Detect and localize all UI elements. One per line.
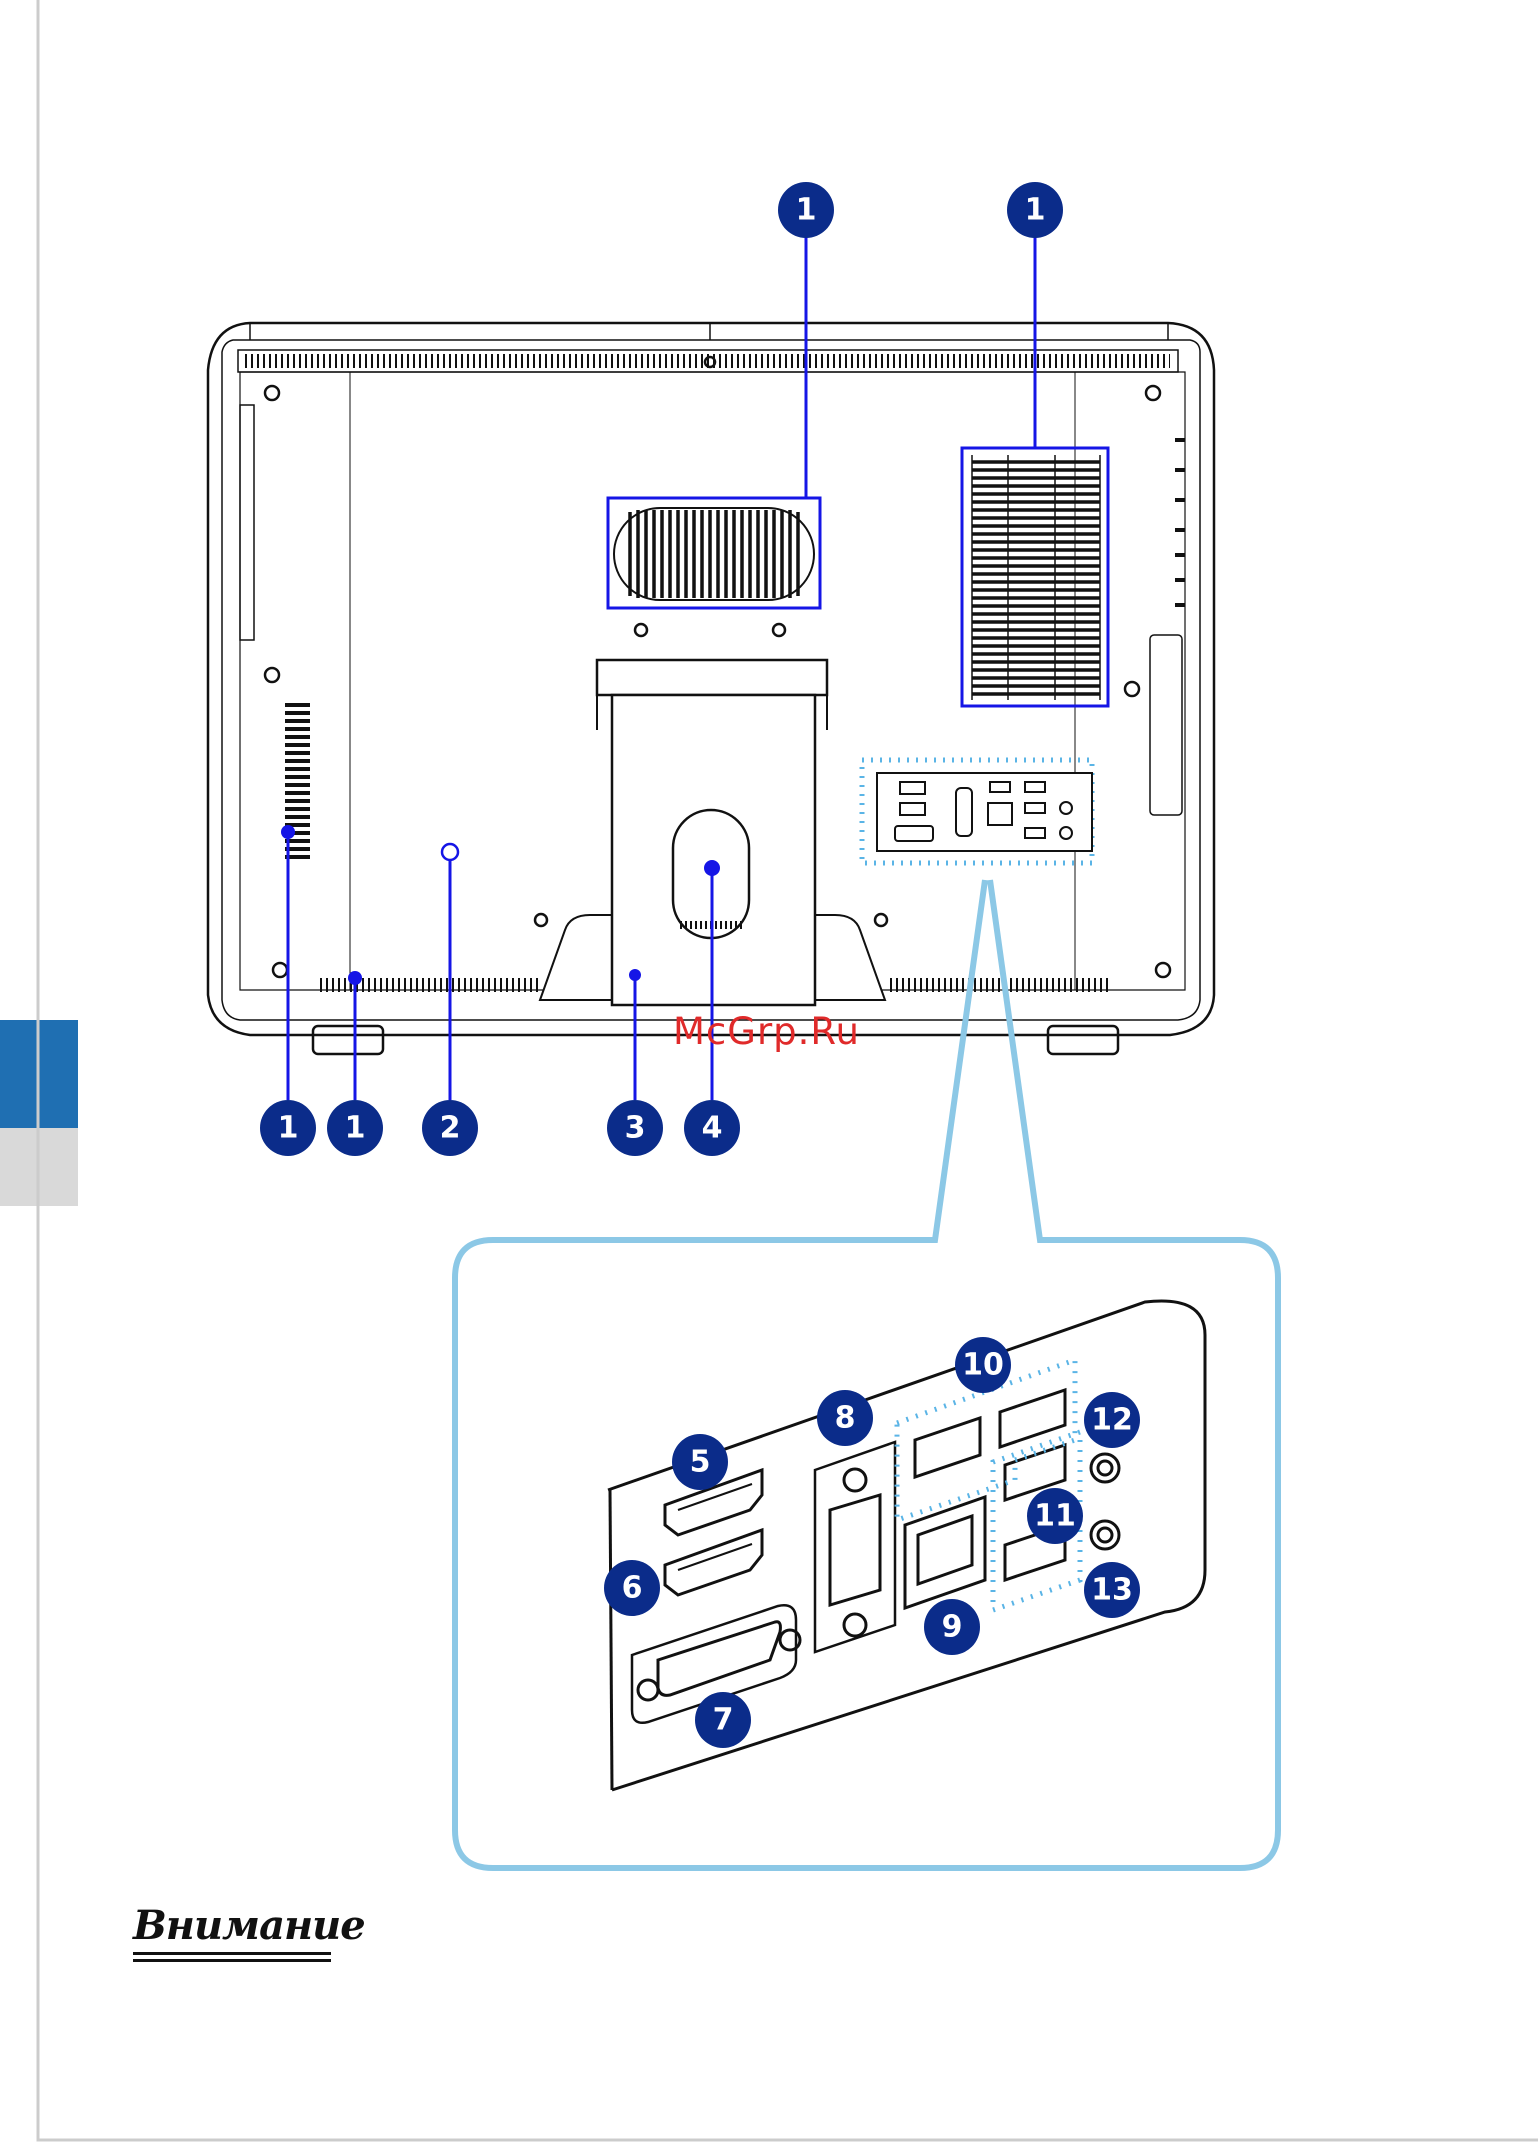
- svg-text:1: 1: [1025, 193, 1046, 228]
- callout-7-vga: 7: [695, 1692, 751, 1748]
- attention-underline-1: [133, 1952, 331, 1955]
- callout-9-lan: 9: [924, 1599, 980, 1655]
- page-border: [38, 0, 1538, 2140]
- svg-text:11: 11: [1034, 1499, 1076, 1534]
- callout-1-left-vent: 1: [260, 1100, 316, 1156]
- callout-6-hdmi: 6: [604, 1560, 660, 1616]
- svg-text:13: 13: [1091, 1573, 1133, 1608]
- callout-5-hdmi: 5: [672, 1434, 728, 1490]
- svg-text:2: 2: [440, 1111, 461, 1146]
- callout-8-serial: 8: [817, 1390, 873, 1446]
- svg-text:8: 8: [835, 1401, 856, 1436]
- svg-text:12: 12: [1091, 1403, 1133, 1438]
- callout-13-audio: 13: [1084, 1562, 1140, 1618]
- callout-3: 3: [607, 1100, 663, 1156]
- callout-1-vent: 1: [1007, 182, 1063, 238]
- attention-underline-2: [133, 1959, 331, 1962]
- svg-text:1: 1: [278, 1111, 299, 1146]
- attention-heading-text: Внимание: [133, 1902, 331, 1949]
- svg-text:7: 7: [713, 1703, 734, 1738]
- svg-text:3: 3: [625, 1111, 646, 1146]
- attention-heading: Внимание: [133, 1902, 331, 1964]
- top-speaker-grille: [608, 498, 820, 608]
- callout-2: 2: [422, 1100, 478, 1156]
- callout-1-bottom-vent: 1: [327, 1100, 383, 1156]
- svg-text:4: 4: [702, 1111, 723, 1146]
- callout-11-usb: 11: [1027, 1488, 1083, 1544]
- svg-text:10: 10: [962, 1348, 1004, 1383]
- callout-1-speaker: 1: [778, 182, 834, 238]
- callout-12-audio: 12: [1084, 1392, 1140, 1448]
- callout-10-usb: 10: [955, 1337, 1011, 1393]
- svg-text:1: 1: [345, 1111, 366, 1146]
- svg-text:1: 1: [796, 193, 817, 228]
- svg-text:5: 5: [690, 1445, 711, 1480]
- watermark: McGrp.Ru: [673, 1010, 860, 1053]
- svg-text:6: 6: [622, 1571, 643, 1606]
- io-port-area: [862, 760, 1092, 863]
- svg-text:9: 9: [942, 1610, 963, 1645]
- callout-4: 4: [684, 1100, 740, 1156]
